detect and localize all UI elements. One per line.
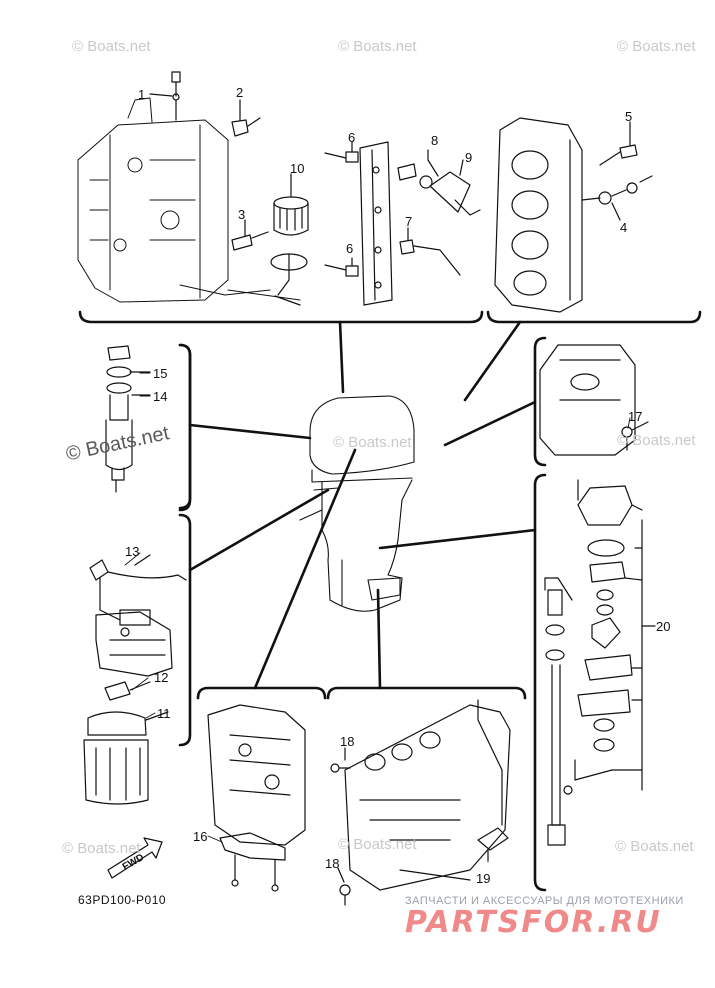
fuel-filter-assembly <box>105 345 151 493</box>
callout-18-upper: 18 <box>340 734 355 749</box>
callout-14: 14 <box>153 389 168 404</box>
watermark: © Boats.net <box>72 38 151 55</box>
callout-5: 5 <box>625 109 633 124</box>
callout-20: 20 <box>656 619 671 634</box>
callout-2: 2 <box>236 85 244 100</box>
callout-19: 19 <box>476 871 491 886</box>
callout-18-lower: 18 <box>325 856 340 871</box>
watermark: © Boats.net <box>615 838 694 855</box>
group-brackets <box>78 310 702 892</box>
part-19-anode <box>477 699 509 861</box>
powerhead-block <box>77 97 301 303</box>
part-8-sensor <box>397 149 439 189</box>
part-17-fitting <box>621 421 649 451</box>
callout-16: 16 <box>193 829 208 844</box>
callout-3: 3 <box>238 207 246 222</box>
callout-10: 10 <box>290 161 305 176</box>
callout-17: 17 <box>628 409 643 424</box>
part-6-plug-upper <box>324 141 359 163</box>
fwd-arrow <box>107 837 163 879</box>
brand-tagline: ЗАПЧАСТИ И АКСЕССУАРЫ ДЛЯ МОТОТЕХНИКИ <box>405 895 684 907</box>
part-16-bracket <box>219 832 286 892</box>
part-5-sensor <box>599 121 638 166</box>
lower-case-upper <box>207 704 306 846</box>
callout-6-upper: 6 <box>348 130 356 145</box>
part-12-clip <box>104 681 151 701</box>
callout-1: 1 <box>138 87 146 102</box>
watermark: © Boats.net <box>617 38 696 55</box>
watermark: © Boats.net <box>338 38 417 55</box>
part-18-screw-upper <box>330 747 351 773</box>
cylinder-head <box>494 117 601 313</box>
callout-12: 12 <box>154 670 169 685</box>
part-3-fitting <box>231 219 269 251</box>
callout-4: 4 <box>620 220 628 235</box>
catalog-code: 63PD100-P010 <box>78 893 167 907</box>
part-11-float-chamber <box>83 711 169 805</box>
upper-casing <box>539 344 636 456</box>
watermark: © Boats.net <box>62 840 141 857</box>
part-1-bolt <box>149 71 181 121</box>
part-4-fitting <box>598 175 653 221</box>
part-6-plug-lower <box>324 257 359 277</box>
exhaust-cover-plate <box>359 141 393 306</box>
part-18-screw-lower <box>337 867 351 906</box>
callout-8: 8 <box>431 133 439 148</box>
vapor-separator-assembly <box>89 554 187 677</box>
outboard-motor <box>299 395 415 612</box>
part-7-sensor <box>399 227 461 276</box>
callout-9: 9 <box>465 150 473 165</box>
watermark: © Boats.net <box>338 836 417 853</box>
leader-lines <box>124 372 631 883</box>
watermark: © Boats.net <box>333 434 412 451</box>
part-10-oil-filter <box>270 173 309 306</box>
part-2-bracket <box>231 99 261 137</box>
part-20-water-pump-kit <box>544 479 656 846</box>
callout-11: 11 <box>157 706 171 721</box>
part-9-thermostat <box>429 159 481 216</box>
callout-15: 15 <box>153 366 168 381</box>
watermark: © Boats.net <box>617 432 696 449</box>
brand-logo: PARTSFOR.RU <box>405 905 662 940</box>
callout-13: 13 <box>125 544 140 559</box>
callout-6-lower: 6 <box>346 241 354 256</box>
callout-7: 7 <box>405 214 413 229</box>
gear-case <box>344 704 511 891</box>
